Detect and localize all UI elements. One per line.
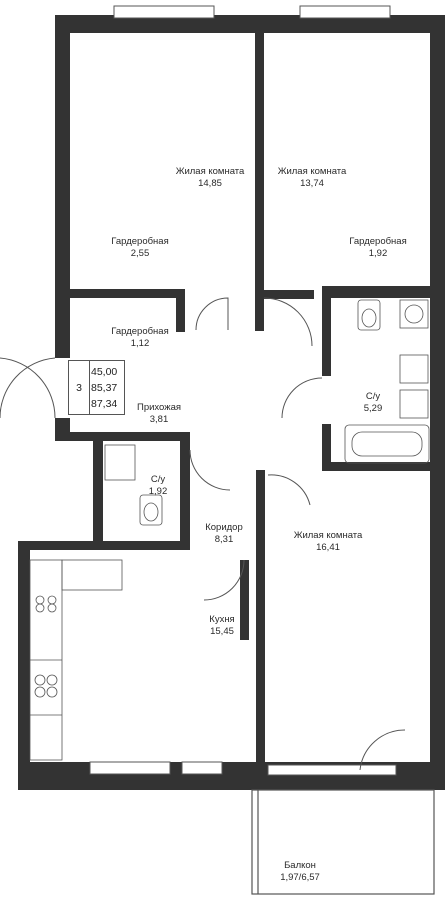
room-label-living2: Жилая комната 13,74 (277, 166, 347, 189)
room-label-wardrobe2: Гардеробная 1,92 (349, 236, 407, 259)
total-area: 85,37 (91, 382, 118, 394)
room-label-living3: Жилая комната 16,41 (293, 530, 363, 553)
balcony-outline (251, 789, 435, 895)
walls (18, 15, 445, 790)
room-label-corridor: Коридор 8,31 (205, 522, 243, 545)
room-label-balcony: Балкон 1,97/6,57 (280, 860, 320, 883)
room-label-wardrobe1: Гардеробная 2,55 (111, 236, 169, 259)
windows (89, 5, 397, 776)
room-count: 3 (69, 361, 90, 414)
room-label-hall: Прихожая 3,81 (136, 402, 182, 425)
fixtures (29, 299, 430, 761)
apartment-summary-badge: 3 45,00 85,37 87,34 (68, 360, 125, 415)
area-list: 45,00 85,37 87,34 (91, 364, 117, 412)
room-label-bath-large: С/у 5,29 (363, 391, 383, 414)
room-label-living1: Жилая комната 14,85 (175, 166, 245, 189)
living-area: 45,00 (91, 366, 118, 378)
total-with-balcony: 87,34 (91, 398, 118, 410)
room-label-wardrobe3: Гардеробная 1,12 (111, 326, 169, 349)
room-label-bath-small: С/у 1,92 (148, 474, 168, 497)
room-label-kitchen: Кухня 15,45 (209, 614, 235, 637)
doors (0, 297, 406, 771)
